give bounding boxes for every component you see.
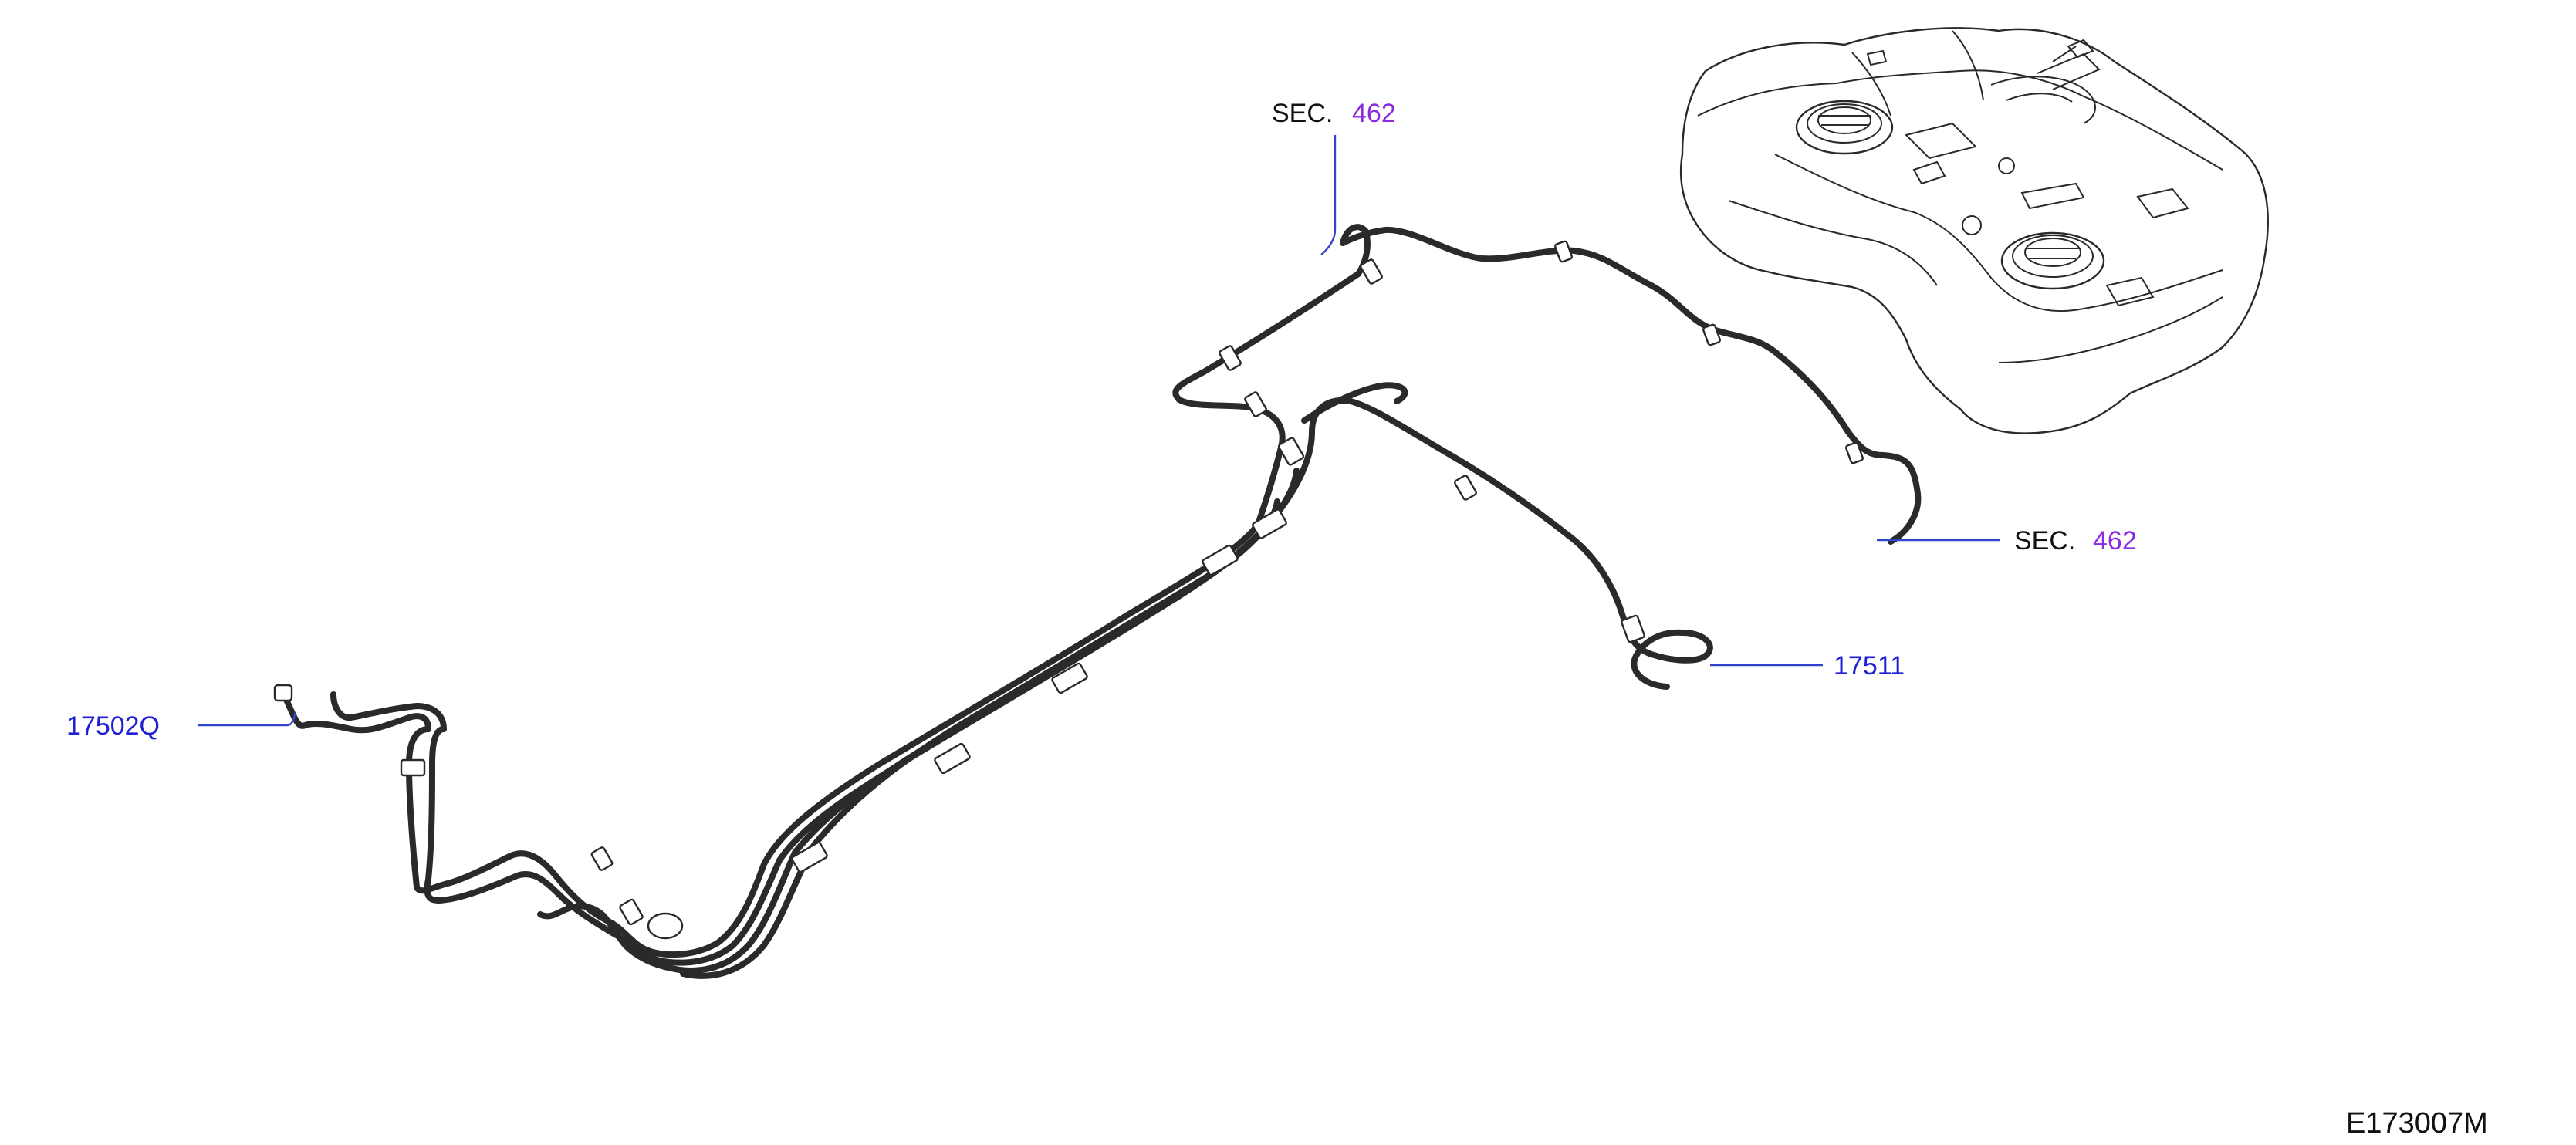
fuel-pump-cap-lower — [2000, 231, 2105, 290]
tank-saddle-edge — [1774, 154, 2223, 312]
part-17502Q-leader — [198, 712, 296, 727]
callout-17502Q: 17502Q — [66, 711, 296, 741]
part-number-17502Q[interactable]: 17502Q — [66, 711, 160, 741]
sec-top-leader — [1320, 135, 1337, 255]
part-number-17511[interactable]: 17511 — [1834, 651, 1905, 681]
sec-right-number[interactable]: 462 — [2093, 526, 2137, 556]
fuel-line-assembly — [273, 224, 1922, 979]
sec-top-number[interactable]: 462 — [1352, 99, 1396, 128]
tank-top-outline — [1697, 69, 2223, 171]
callout-sec-top: SEC. 462 — [1272, 99, 1396, 255]
sec-top-prefix: SEC. — [1272, 99, 1333, 128]
callout-sec-right: SEC. 462 — [1877, 526, 2137, 556]
left-end-assembly — [273, 684, 674, 971]
fuel-tank-illustration — [1680, 27, 2269, 434]
line-to-17511 — [1309, 397, 1713, 690]
callout-17511: 17511 — [1710, 651, 1905, 681]
fuel-pump-cap-upper — [1795, 100, 1894, 155]
line-clips — [400, 240, 1864, 940]
sec-right-prefix: SEC. — [2014, 526, 2075, 556]
diagram-code: E173007M — [2346, 1107, 2488, 1140]
fuel-tank-body — [1680, 27, 2269, 434]
main-line-bundle — [645, 429, 1315, 979]
